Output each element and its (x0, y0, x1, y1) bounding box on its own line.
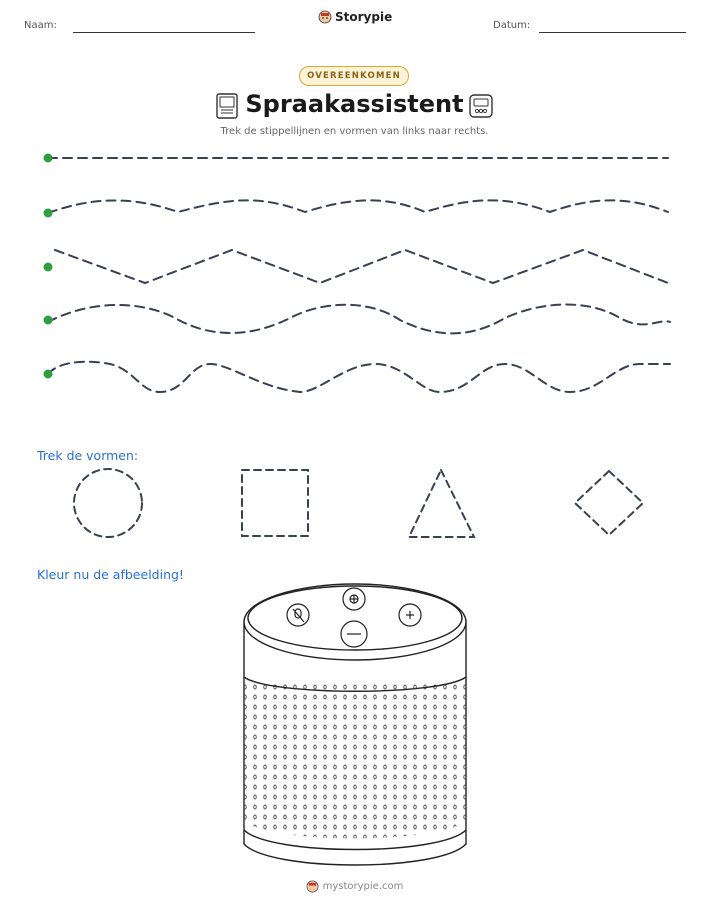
tracing-lines (43, 153, 671, 394)
tracing-line-wave-1 (47, 199, 669, 214)
trace-triangle (407, 467, 476, 538)
instructions: Trek de stippellijnen en vormen van link… (220, 126, 489, 137)
trace-diamond (573, 469, 645, 537)
name-line[interactable] (73, 32, 255, 33)
name-label: Naam: (24, 20, 57, 31)
start-dot-3 (43, 262, 53, 272)
start-dot-4 (43, 315, 53, 325)
start-dot-5 (43, 369, 53, 379)
tablet-icon (216, 93, 238, 119)
footer-url[interactable]: mystorypie.com (322, 881, 404, 892)
trace-square (241, 469, 309, 537)
smart-speaker-illustration (243, 583, 467, 866)
shapes-heading: Trek de vormen: (37, 448, 139, 463)
color-heading: Kleur nu de afbeelding! (37, 567, 184, 582)
remote-icon (469, 94, 493, 118)
storypie-logo-icon (318, 10, 332, 24)
tracing-line-zigzag (54, 248, 669, 285)
storypie-logo: Storypie (318, 10, 392, 24)
start-dot-2 (43, 208, 53, 218)
page-title: Spraakassistent (245, 90, 464, 118)
start-dot-1 (43, 153, 53, 163)
date-label: Datum: (493, 20, 531, 31)
category-badge: OVEREENKOMEN (299, 66, 409, 86)
brand-name: Storypie (335, 10, 393, 24)
trace-circle (73, 468, 143, 538)
tracing-line-wave-2 (47, 303, 671, 335)
shape-tracing (73, 467, 645, 538)
footer: mystorypie.com (0, 880, 709, 893)
date-line[interactable] (539, 32, 686, 33)
storypie-logo-icon (306, 880, 319, 893)
tracing-line-wave-3 (47, 360, 671, 394)
